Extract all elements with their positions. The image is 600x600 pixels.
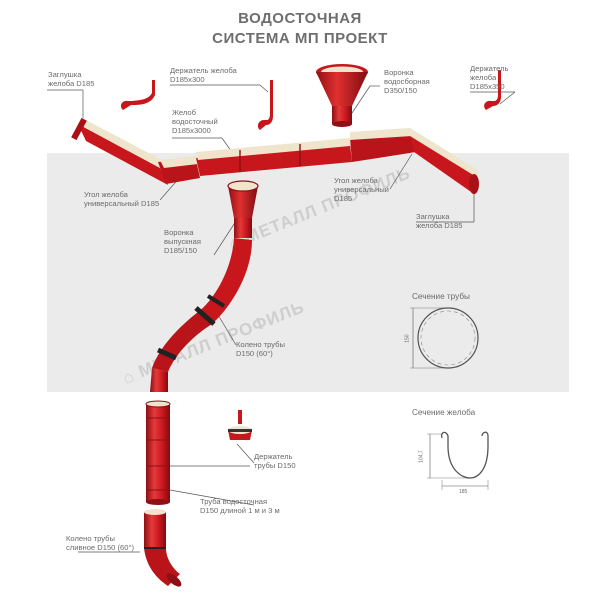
gutter-holder-left-small — [120, 80, 155, 110]
gutter-holder-left-tall — [257, 80, 273, 130]
pipe-section-title: Сечение трубы — [412, 292, 470, 301]
gutter-section-height: 104,7 — [418, 450, 425, 463]
pipe-holder — [228, 410, 252, 440]
gutter-run — [71, 117, 479, 194]
gutter-section-drawing — [427, 431, 489, 490]
pipe-section-dim: 150 — [404, 334, 411, 343]
title-line-2: СИСТЕМА МП ПРОЕКТ — [212, 30, 388, 47]
gutter-section-title: Сечение желоба — [412, 408, 476, 417]
gutter-section-width: 185 — [459, 489, 468, 495]
pipe-section-drawing — [410, 307, 479, 369]
drain-elbow — [144, 509, 182, 587]
title-line-1: ВОДОСТОЧНАЯ — [238, 10, 362, 27]
downpipe — [145, 400, 171, 505]
outlet-and-elbow — [150, 180, 259, 392]
gutter-holder-right — [484, 70, 501, 110]
background-band — [47, 153, 569, 392]
leader-lines — [47, 84, 516, 553]
collector-funnel — [316, 64, 368, 127]
